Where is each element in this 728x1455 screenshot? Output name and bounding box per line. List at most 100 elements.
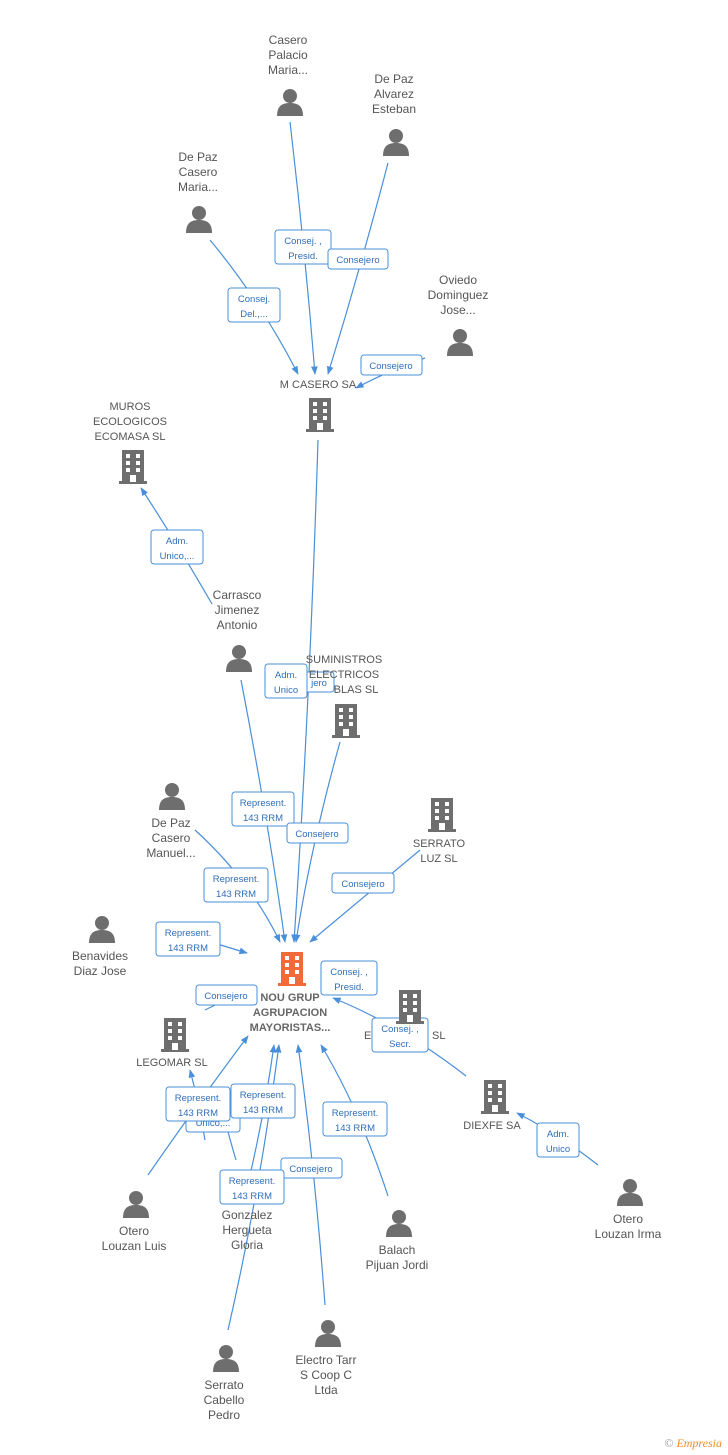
company-node-serrato-luz[interactable]: SERRATO LUZ SL (413, 798, 466, 865)
svg-text:Manuel...: Manuel... (146, 846, 195, 860)
svg-text:De Paz: De Paz (178, 150, 217, 164)
edge-label-consej-del: Consej. Del.,... (227, 287, 281, 323)
svg-text:Ltda: Ltda (314, 1383, 338, 1397)
svg-text:M CASERO SA: M CASERO SA (280, 379, 357, 391)
person-icon (123, 1191, 149, 1218)
edge-suministros-to-main (293, 741, 341, 943)
person-icon (617, 1179, 643, 1206)
person-node-depaz-alvarez[interactable]: De Paz Alvarez Esteban (372, 72, 416, 156)
edges (140, 121, 599, 1331)
svg-text:Consejero: Consejero (336, 255, 379, 266)
person-node-depaz-casero-maria[interactable]: De Paz Casero Maria... (178, 150, 218, 233)
svg-text:143 RRM: 143 RRM (216, 889, 256, 900)
edge-serrato-luz-to-main (309, 849, 421, 943)
svg-text:Presid.: Presid. (334, 982, 364, 993)
person-node-gonzalez[interactable]: Gonzalez Hergueta Gloria (222, 1208, 273, 1252)
edge-label-consejero-4: Consejero (331, 872, 395, 894)
svg-text:Consejero: Consejero (295, 829, 338, 840)
company-node-muros[interactable]: MUROS ECOLOGICOS ECOMASA SL (93, 401, 167, 484)
svg-text:143 RRM: 143 RRM (243, 1105, 283, 1116)
svg-text:143 RRM: 143 RRM (232, 1191, 272, 1202)
building-icon (306, 398, 334, 432)
svg-text:Antonio: Antonio (217, 618, 258, 632)
svg-text:Dominguez: Dominguez (428, 288, 489, 302)
svg-text:ECOMASA SL: ECOMASA SL (95, 431, 166, 443)
person-node-serrato-cabello[interactable]: Serrato Cabello Pedro (204, 1345, 245, 1422)
svg-text:SUMINISTROS: SUMINISTROS (306, 654, 382, 666)
building-icon (119, 450, 147, 484)
person-node-electro-tarr[interactable]: Electro Tarr S Coop C Ltda (295, 1320, 357, 1397)
svg-text:Jose...: Jose... (440, 303, 475, 317)
svg-text:Consej. ,: Consej. , (330, 967, 368, 978)
svg-text:Jimenez: Jimenez (215, 603, 260, 617)
company-node-suministros[interactable]: SUMINISTROS ELECTRICOS BLAS SL (306, 654, 382, 738)
svg-text:Electro Tarr: Electro Tarr (295, 1353, 356, 1367)
svg-text:143 RRM: 143 RRM (168, 943, 208, 954)
svg-text:Unico: Unico (274, 685, 298, 696)
company-node-e-sl[interactable]: E SL (364, 990, 445, 1042)
edge-label-consej-presid-2: Consej. , Presid. (320, 960, 378, 996)
person-node-casero-palacio[interactable]: Casero Palacio Maria... (268, 33, 308, 116)
person-icon (447, 329, 473, 356)
person-node-oviedo[interactable]: Oviedo Dominguez Jose... (428, 273, 489, 356)
person-node-carrasco[interactable]: Carrasco Jimenez Antonio (213, 588, 262, 672)
person-icon (186, 206, 212, 233)
edge-label-consejero-5: Consejero (195, 984, 258, 1006)
svg-text:LUZ SL: LUZ SL (420, 853, 457, 865)
person-node-benavides[interactable]: Benavides Diaz Jose (72, 916, 128, 978)
edge-label-represent-5: Represent. 143 RRM (230, 1083, 296, 1119)
edge-label-represent-1: Represent. 143 RRM (231, 791, 295, 827)
brand-logo[interactable]: Empresia (676, 1436, 722, 1450)
svg-text:Esteban: Esteban (372, 102, 416, 116)
svg-text:Pijuan Jordi: Pijuan Jordi (366, 1258, 429, 1272)
company-node-diexfe[interactable]: DIEXFE SA (463, 1080, 521, 1132)
building-icon (428, 798, 456, 832)
edge-label-adm-unico-2: Adm. Unico (264, 663, 308, 699)
svg-text:Carrasco: Carrasco (213, 588, 262, 602)
person-icon (159, 783, 185, 810)
svg-text:S Coop C: S Coop C (300, 1368, 352, 1382)
person-icon (386, 1210, 412, 1237)
svg-text:Oviedo: Oviedo (439, 273, 477, 287)
main-company-node[interactable]: NOU GRUP AGRUPACION MAYORISTAS... (250, 952, 331, 1034)
company-node-mcasero[interactable]: M CASERO SA (0, 1, 357, 432)
svg-text:143 RRM: 143 RRM (335, 1123, 375, 1134)
svg-text:Represent.: Represent. (165, 928, 211, 939)
svg-text:Represent.: Represent. (240, 798, 286, 809)
building-icon (481, 1080, 509, 1114)
svg-text:MUROS: MUROS (110, 401, 151, 413)
person-node-otero-irma[interactable]: Otero Louzan Irma (595, 1179, 662, 1241)
svg-text:Otero: Otero (613, 1212, 643, 1226)
svg-text:Pedro: Pedro (208, 1408, 240, 1422)
svg-text:E: E (364, 1030, 371, 1042)
svg-text:Cabello: Cabello (204, 1393, 245, 1407)
svg-text:jero: jero (310, 678, 327, 689)
edge-label-represent-6: Represent. 143 RRM (322, 1101, 388, 1137)
building-icon (332, 704, 360, 738)
person-icon (383, 129, 409, 156)
svg-text:Casero: Casero (152, 831, 191, 845)
svg-text:Casero: Casero (179, 165, 218, 179)
svg-text:Gloria: Gloria (231, 1238, 263, 1252)
svg-text:Consejero: Consejero (341, 879, 384, 890)
svg-text:De Paz: De Paz (374, 72, 413, 86)
edge-label-adm-unico-1: Adm. Unico,... (150, 529, 204, 565)
person-icon (213, 1345, 239, 1372)
svg-text:Adm.: Adm. (547, 1129, 569, 1140)
person-icon (277, 89, 303, 116)
svg-text:Hergueta: Hergueta (222, 1223, 272, 1237)
person-node-balach[interactable]: Balach Pijuan Jordi (366, 1210, 429, 1272)
edge-label-consej-presid-1: Consej. , Presid. (274, 229, 332, 265)
edge-label-represent-3: Represent. 143 RRM (155, 921, 221, 957)
company-node-legomar[interactable]: LEGOMAR SL (136, 1018, 208, 1069)
edge-label-consejero-1: Consejero (327, 248, 389, 270)
person-node-depaz-casero-manuel[interactable]: De Paz Casero Manuel... (146, 783, 196, 860)
svg-text:Consejero: Consejero (204, 991, 247, 1002)
svg-text:Otero: Otero (119, 1224, 149, 1238)
svg-text:DIEXFE SA: DIEXFE SA (463, 1120, 521, 1132)
svg-text:Del.,...: Del.,... (240, 309, 267, 320)
edge-label-consejero-6: Consejero (280, 1157, 343, 1179)
svg-text:Adm.: Adm. (275, 670, 297, 681)
person-node-otero-luis[interactable]: Otero Louzan Luis (102, 1191, 167, 1253)
